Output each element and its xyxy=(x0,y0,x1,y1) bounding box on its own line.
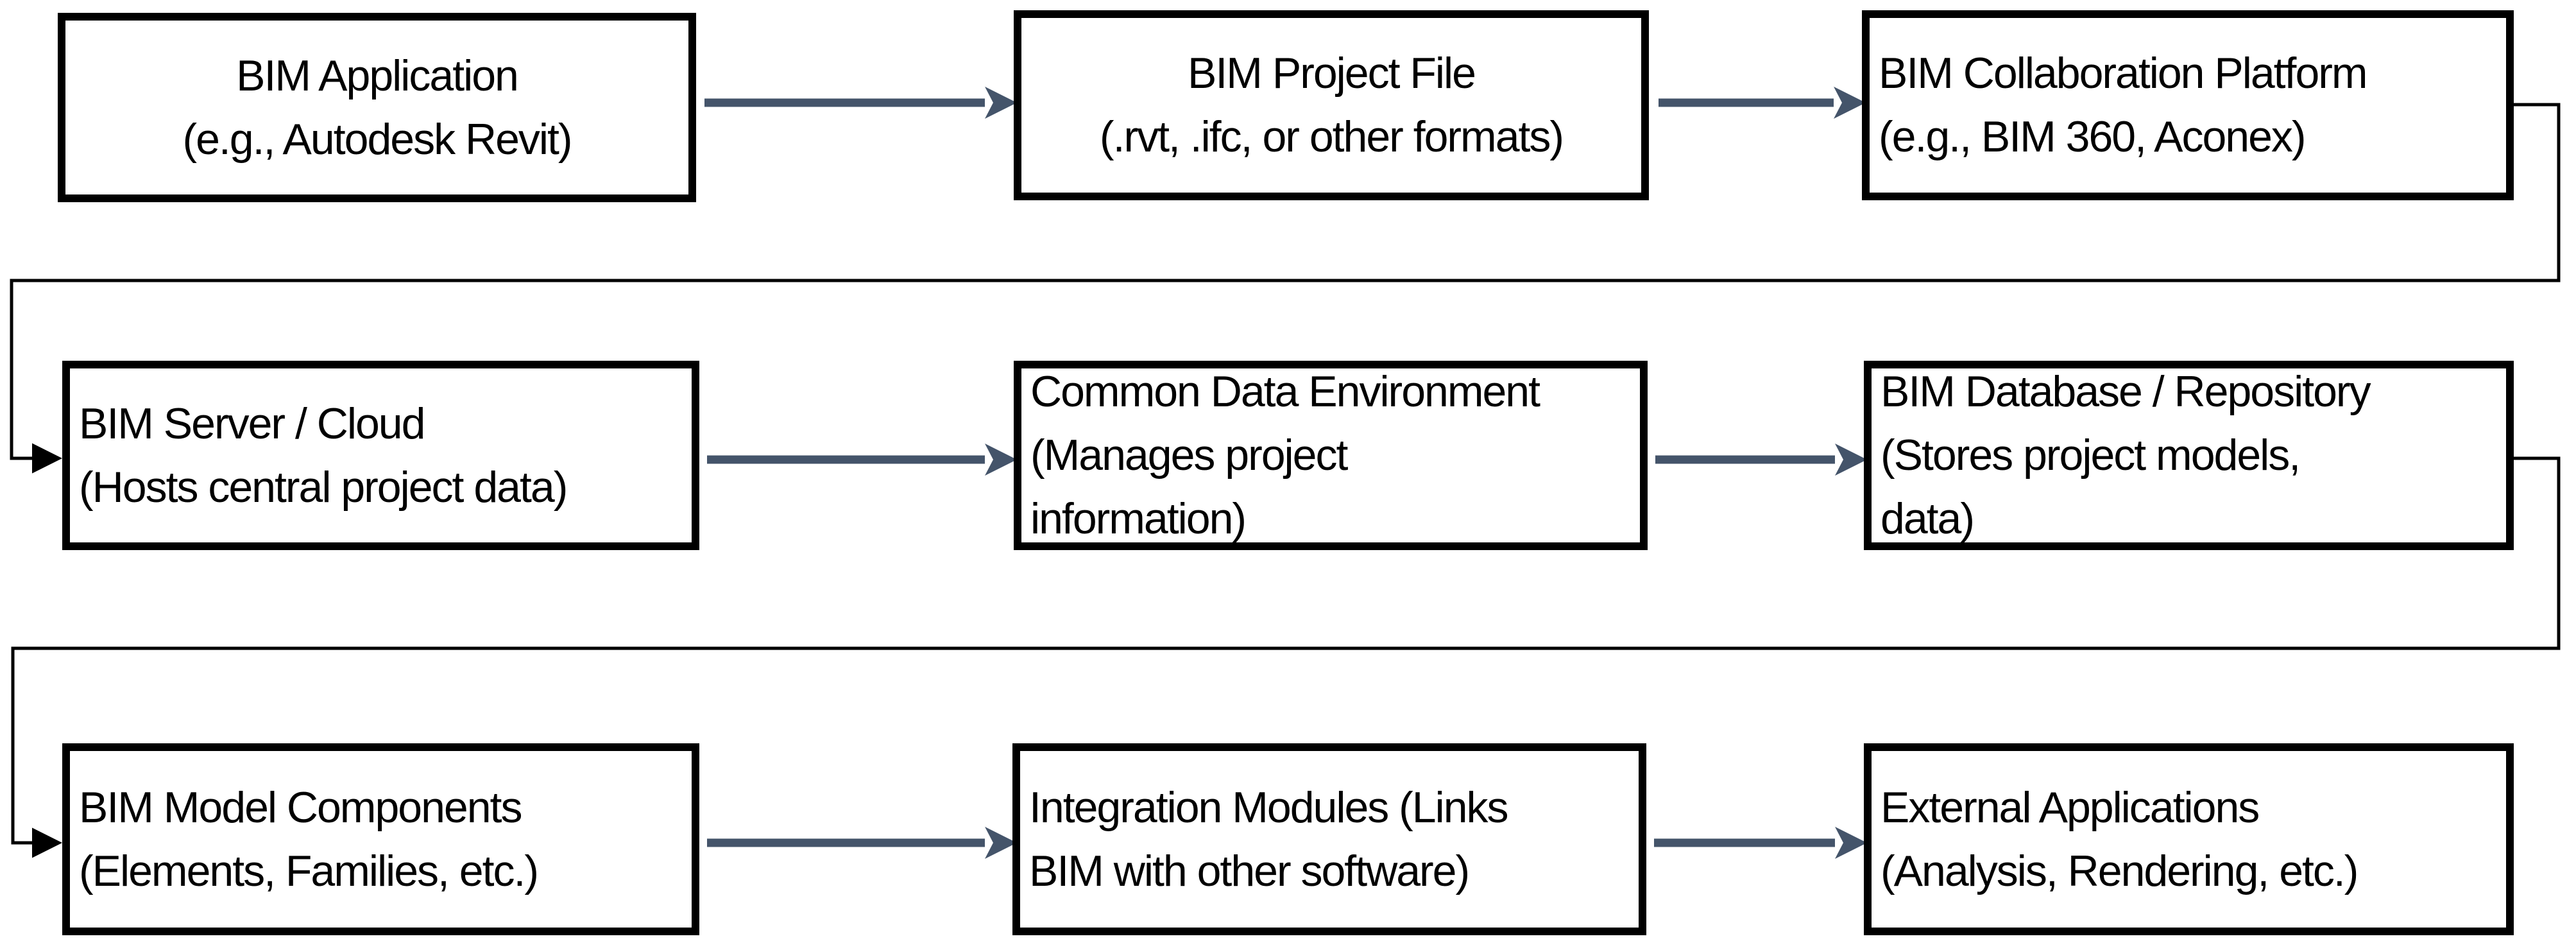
node-bim-collaboration-platform-label: BIM Collaboration Platform (e.g., BIM 36… xyxy=(1879,49,2368,161)
node-bim-collaboration-platform: BIM Collaboration Platform (e.g., BIM 36… xyxy=(1862,10,2514,200)
node-bim-database-repository-label: BIM Database / Repository (Stores projec… xyxy=(1881,367,2371,543)
node-common-data-environment: Common Data Environment (Manages project… xyxy=(1014,361,1648,550)
node-bim-server-cloud-label: BIM Server / Cloud (Hosts central projec… xyxy=(79,399,568,512)
node-bim-project-file-label: BIM Project File (.rvt, .ifc, or other f… xyxy=(1099,49,1564,161)
node-bim-model-components-label: BIM Model Components (Elements, Families… xyxy=(79,782,539,895)
node-integration-modules-label: Integration Modules (Links BIM with othe… xyxy=(1029,782,1509,895)
node-bim-project-file: BIM Project File (.rvt, .ifc, or other f… xyxy=(1014,10,1649,200)
node-bim-application: BIM Application (e.g., Autodesk Revit) xyxy=(58,13,696,202)
node-external-applications: External Applications (Analysis, Renderi… xyxy=(1864,743,2514,935)
node-bim-database-repository: BIM Database / Repository (Stores projec… xyxy=(1864,361,2514,550)
edge-database-to-model-components xyxy=(11,456,2561,858)
node-bim-server-cloud: BIM Server / Cloud (Hosts central projec… xyxy=(62,361,699,550)
edge-collaboration-platform-to-server-cloud xyxy=(10,103,2561,474)
node-common-data-environment-label: Common Data Environment (Manages project… xyxy=(1030,367,1540,543)
node-external-applications-label: External Applications (Analysis, Renderi… xyxy=(1881,782,2358,895)
node-integration-modules: Integration Modules (Links BIM with othe… xyxy=(1012,743,1646,935)
node-bim-model-components: BIM Model Components (Elements, Families… xyxy=(62,743,699,935)
node-bim-application-label: BIM Application (e.g., Autodesk Revit) xyxy=(182,51,572,164)
